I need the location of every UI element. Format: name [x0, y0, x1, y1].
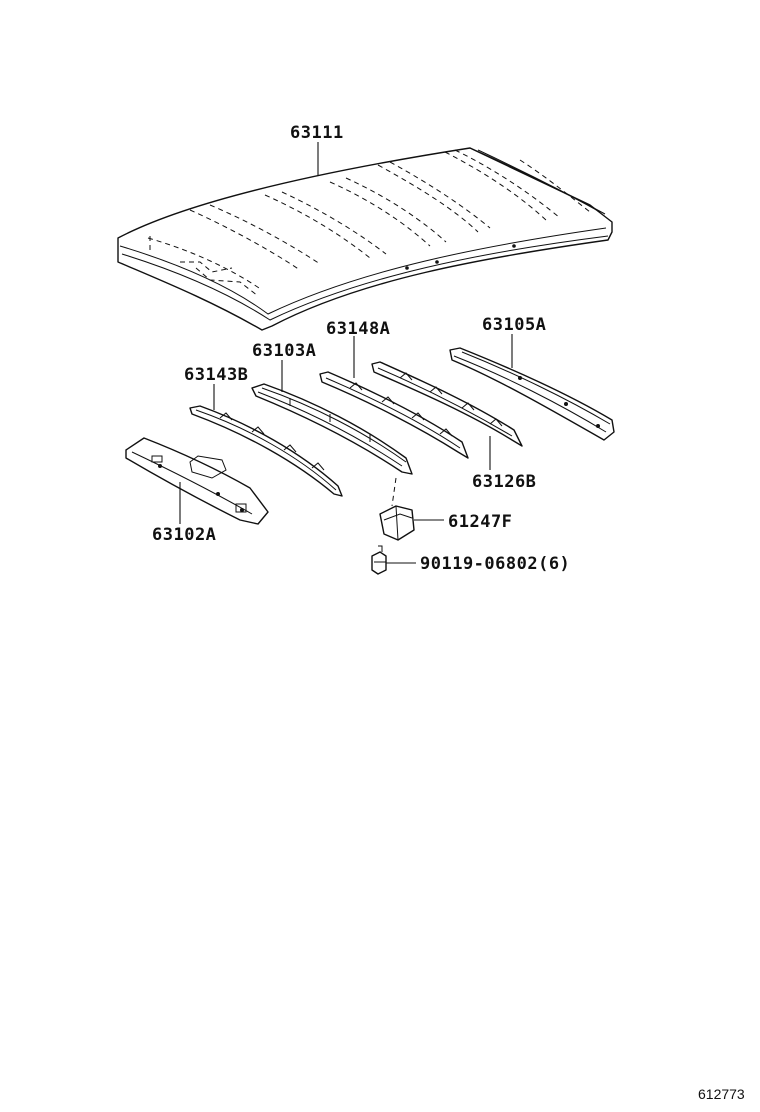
label-rear-roof-rail: 63105A — [482, 315, 546, 335]
label-roof-bow-126: 63126B — [472, 472, 536, 492]
rear-roof-rail-drawing — [449, 347, 615, 441]
label-roof-bow-103: 63103A — [252, 341, 316, 361]
label-roof-bow-143: 63143B — [184, 365, 248, 385]
front-roof-header-drawing — [125, 437, 269, 525]
label-grommet: 61247F — [448, 512, 512, 532]
label-bolt: 90119-06802(6) — [420, 554, 570, 574]
label-roof-bow-148: 63148A — [326, 319, 390, 339]
roof-panel-drawing — [117, 147, 613, 331]
grommet-drawing — [379, 477, 415, 541]
roof-bow-103-drawing — [251, 383, 413, 475]
roof-bow-148-drawing — [319, 371, 469, 459]
figure-code: 612773 — [698, 1086, 745, 1102]
roof-bow-143-drawing — [189, 405, 343, 497]
label-roof-panel: 63111 — [290, 123, 344, 143]
label-front-roof-header: 63102A — [152, 525, 216, 545]
roof-bow-126-drawing — [371, 361, 523, 447]
leader-lines — [179, 142, 513, 564]
bolt-drawing — [371, 545, 387, 575]
